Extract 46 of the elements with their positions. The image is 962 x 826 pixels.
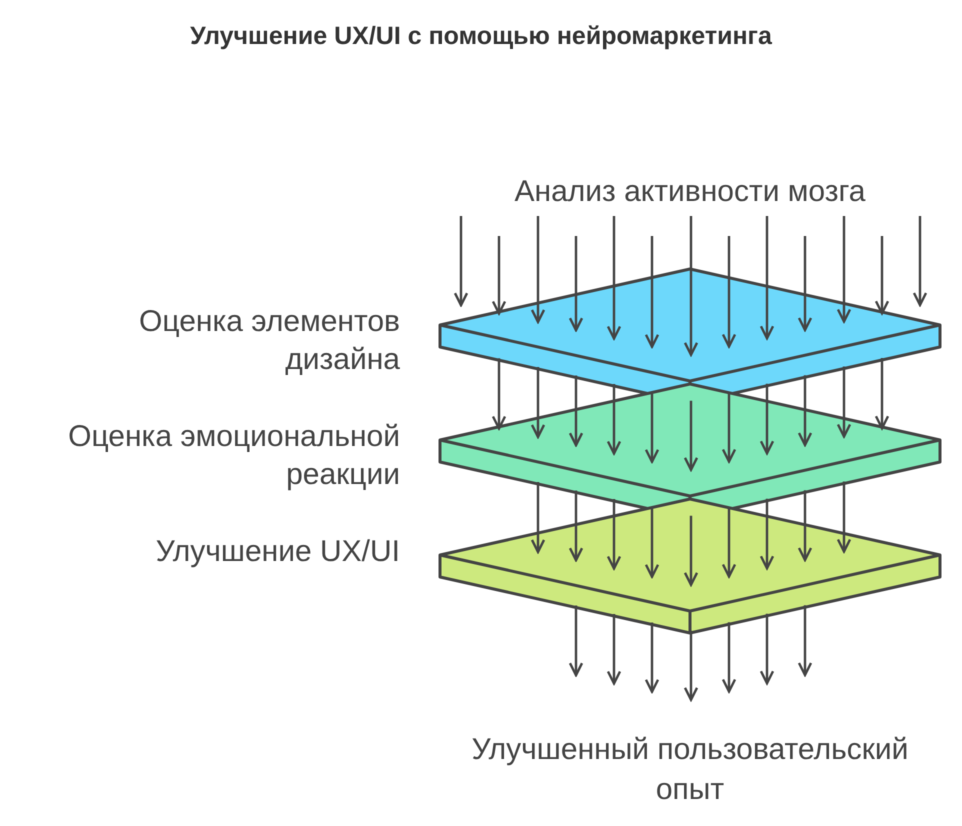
arrow	[568, 375, 584, 446]
arrow	[874, 236, 890, 314]
arrow	[644, 622, 660, 693]
arrow	[606, 216, 622, 340]
layer-label: Улучшение UX/UI	[154, 534, 400, 570]
arrow	[454, 216, 468, 306]
arrow	[530, 366, 546, 438]
arrow	[530, 216, 546, 324]
layer-label: Оценка элементов дизайна	[138, 304, 400, 378]
arrow	[760, 216, 774, 340]
arrow	[722, 236, 736, 348]
arrow	[874, 358, 890, 430]
arrow	[684, 216, 698, 356]
flow-text: Анализ активности мозга	[450, 172, 930, 212]
arrow	[606, 614, 622, 685]
arrow	[798, 236, 812, 332]
arrow	[606, 384, 622, 455]
arrow	[798, 375, 812, 446]
arrow	[912, 216, 928, 306]
arrow	[836, 482, 852, 553]
arrow	[530, 482, 546, 554]
arrow	[492, 236, 506, 315]
arrow	[722, 507, 736, 578]
arrow	[568, 236, 584, 332]
arrow	[684, 400, 698, 471]
arrow	[684, 516, 698, 586]
arrow	[760, 384, 774, 454]
arrow	[684, 630, 698, 701]
arrow	[568, 490, 584, 562]
layer-label: Оценка эмоциональной реакции	[67, 419, 400, 493]
arrow	[722, 392, 736, 463]
diagram-title: Улучшение UX/UI с помощью нейромаркетинга	[189, 22, 773, 51]
arrow	[492, 358, 506, 430]
arrow	[644, 392, 660, 463]
arrow	[760, 498, 774, 570]
arrow	[644, 236, 660, 348]
flow-text: Улучшенный пользовательский опыт	[440, 730, 940, 810]
arrow	[836, 216, 852, 323]
arrow	[606, 498, 622, 570]
arrow	[760, 614, 774, 684]
arrow	[836, 366, 852, 438]
arrow	[644, 508, 660, 578]
arrow	[798, 490, 812, 562]
arrow	[568, 605, 584, 676]
arrow	[798, 605, 812, 676]
arrow	[722, 622, 736, 693]
